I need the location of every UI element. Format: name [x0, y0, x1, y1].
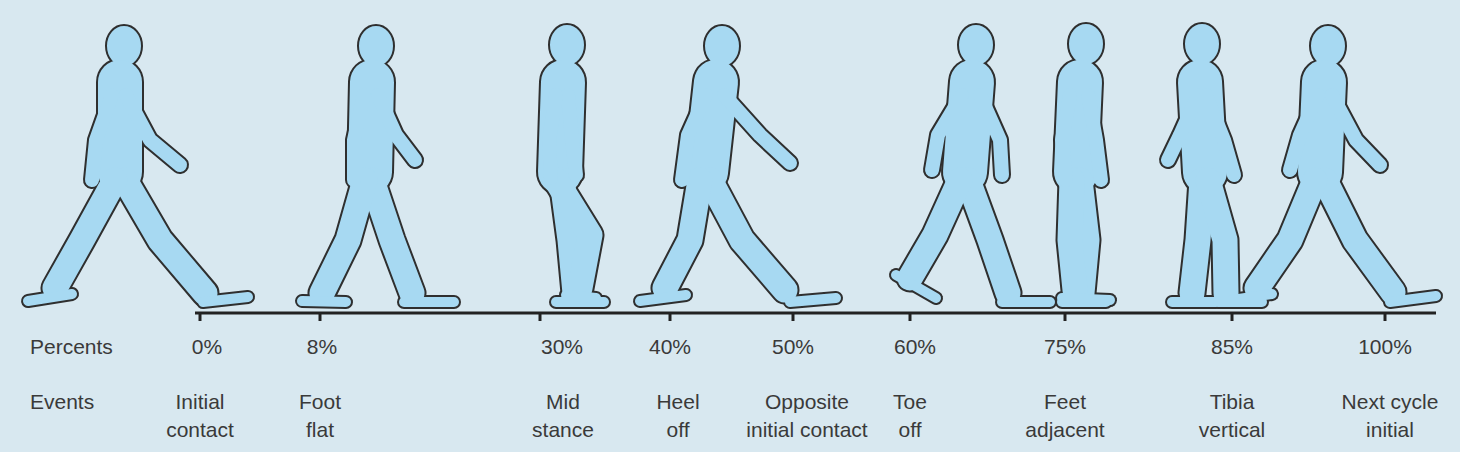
percent-value: 30%: [541, 333, 583, 361]
event-name: Tibia vertical: [1186, 388, 1278, 444]
row-heading: Percents: [30, 333, 113, 361]
event-name: Heel off: [650, 388, 706, 444]
figure-heads: [106, 23, 1346, 67]
percent-value: 40%: [649, 333, 691, 361]
percent-value: 60%: [894, 333, 936, 361]
timeline-axis: [195, 313, 1436, 321]
event-name: Next cycle initial: [1333, 388, 1448, 444]
percent-value: 0%: [192, 333, 222, 361]
percent-value: 8%: [307, 333, 337, 361]
event-name: Initial contact: [155, 388, 245, 444]
event-name: Feet adjacent: [1017, 388, 1113, 444]
figure-fill: [28, 82, 1436, 302]
percent-value: 75%: [1044, 333, 1086, 361]
percent-value: 50%: [772, 333, 814, 361]
event-name: Toe off: [884, 388, 936, 444]
event-name: Mid stance: [523, 388, 603, 444]
event-name: Foot flat: [290, 388, 350, 444]
row-heading: Events: [30, 388, 94, 416]
percent-value: 100%: [1358, 333, 1412, 361]
figure-outline: [28, 82, 1436, 302]
percent-value: 85%: [1211, 333, 1253, 361]
event-name: Opposite initial contact: [743, 388, 871, 444]
